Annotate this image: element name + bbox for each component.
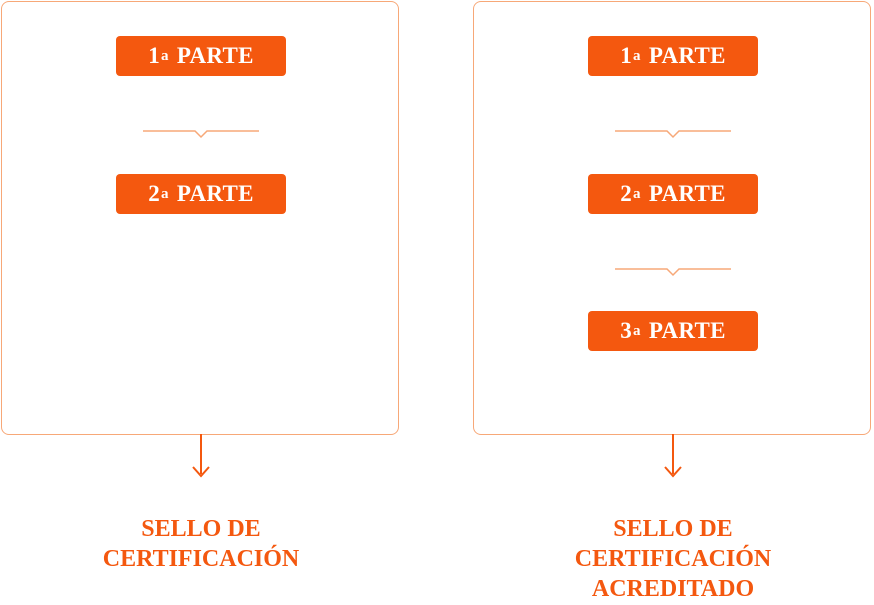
badge-number: 1 [620, 43, 633, 68]
badge-ordinal: a [633, 185, 641, 202]
badge-number: 2 [148, 181, 161, 206]
badge-word: PARTE [648, 43, 726, 68]
badge-number: 3 [620, 318, 633, 343]
connector-chevron [615, 268, 731, 277]
badge-word: PARTE [176, 181, 254, 206]
badge-ordinal: a [161, 185, 169, 202]
connector-chevron [615, 130, 731, 139]
seal-certificacion-acreditado-label: SELLO DE CERTIFICACIÓN ACREDITADO [574, 516, 772, 602]
badge-word: PARTE [176, 43, 254, 68]
badge-ordinal: a [161, 47, 169, 64]
badge-word: PARTE [648, 318, 726, 343]
down-arrow-icon [192, 434, 210, 478]
badge-number: 1 [148, 43, 161, 68]
badge-ordinal: a [633, 47, 641, 64]
connector-chevron [143, 130, 259, 139]
down-arrow-icon [664, 434, 682, 478]
badge-word: PARTE [648, 181, 726, 206]
badge-number: 2 [620, 181, 633, 206]
seal-certificacion-label: SELLO DE CERTIFICACIÓN [102, 516, 300, 572]
badge-ordinal: a [633, 322, 641, 339]
